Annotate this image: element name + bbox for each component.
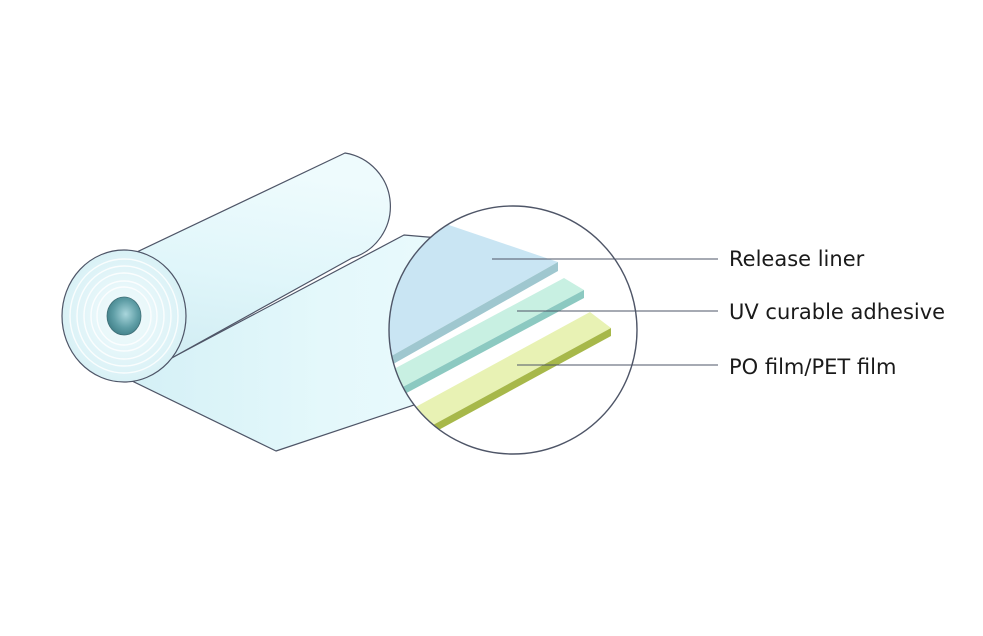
film-label: PO film/PET film [729, 355, 896, 379]
adhesive-top [389, 278, 584, 442]
layer-stack [389, 206, 611, 454]
uv-adhesive-label: UV curable adhesive [729, 300, 945, 324]
release-liner-top [389, 206, 558, 400]
release-liner-label: Release liner [729, 247, 865, 271]
release-liner-edge [389, 262, 558, 394]
magnifier-outline [388, 205, 638, 455]
roll-core [106, 296, 142, 336]
adhesive-edge [389, 290, 584, 450]
po-film-top [389, 312, 611, 454]
roll-wraps [69, 258, 179, 374]
